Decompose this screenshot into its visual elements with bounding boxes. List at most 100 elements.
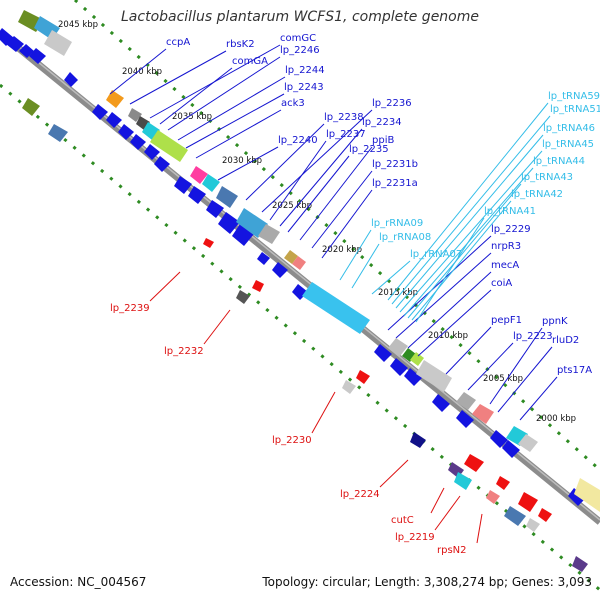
cds-arrow[interactable] bbox=[456, 410, 474, 428]
gene-label[interactable]: rbsK2 bbox=[226, 39, 255, 50]
cds-arrow[interactable] bbox=[252, 280, 264, 292]
reverse-gene-label[interactable]: lp_2224 bbox=[340, 489, 380, 500]
rna-label[interactable]: lp_tRNA42 bbox=[511, 189, 563, 200]
reverse-gene-callout[interactable]: lp_2219 bbox=[395, 495, 461, 543]
gene-block[interactable] bbox=[526, 518, 540, 532]
reverse-gene-label[interactable]: lp_2219 bbox=[395, 532, 435, 543]
rna-callout[interactable]: lp_rRNA07 bbox=[371, 249, 462, 295]
reverse-gene-callout[interactable]: lp_2224 bbox=[340, 459, 409, 500]
cds-arrow[interactable] bbox=[64, 72, 78, 87]
rna-callout[interactable]: lp_tRNA42 bbox=[411, 189, 563, 321]
gene-label[interactable]: lp_2236 bbox=[372, 98, 412, 109]
rna-callout[interactable]: lp_tRNA41 bbox=[415, 206, 536, 323]
reverse-gene-callout[interactable]: cutC bbox=[391, 487, 445, 526]
gene-block[interactable] bbox=[572, 556, 588, 572]
rna-label[interactable]: lp_tRNA59 bbox=[548, 91, 600, 102]
gene-callout[interactable]: pepF1 bbox=[445, 315, 522, 375]
cds-arrow[interactable] bbox=[374, 344, 392, 362]
gene-block[interactable] bbox=[504, 506, 526, 526]
gene-callout[interactable]: lp_2234 bbox=[279, 117, 402, 227]
cds-arrow[interactable] bbox=[538, 508, 552, 522]
gene-block[interactable] bbox=[236, 290, 250, 304]
gene-label[interactable]: comGC bbox=[280, 33, 316, 44]
gene-callout[interactable]: lp_2231a bbox=[321, 178, 418, 259]
gene-block[interactable] bbox=[456, 392, 476, 410]
gene-block[interactable] bbox=[342, 380, 356, 394]
cds-arrow[interactable] bbox=[568, 488, 586, 506]
cds-arrow[interactable] bbox=[106, 112, 122, 128]
cds-arrow[interactable] bbox=[19, 44, 34, 58]
rna-label[interactable]: lp_tRNA43 bbox=[521, 172, 573, 183]
rna-callout[interactable]: lp_tRNA46 bbox=[395, 123, 595, 309]
gene-label[interactable]: nrpR3 bbox=[491, 241, 521, 252]
gene-block[interactable] bbox=[454, 472, 472, 490]
reverse-gene-label[interactable]: lp_2230 bbox=[272, 435, 312, 446]
rna-label[interactable]: lp_tRNA41 bbox=[484, 206, 536, 217]
gene-label[interactable]: lp_2234 bbox=[362, 117, 402, 128]
rna-label[interactable]: lp_rRNA08 bbox=[379, 232, 431, 243]
gene-block[interactable] bbox=[574, 478, 600, 512]
gene-label[interactable]: ppnK bbox=[542, 316, 568, 327]
rna-label[interactable]: lp_rRNA07 bbox=[410, 249, 462, 260]
gene-label[interactable]: lp_2238 bbox=[324, 112, 364, 123]
gene-label[interactable]: ccpA bbox=[166, 37, 190, 48]
gene-label[interactable]: ack3 bbox=[281, 98, 305, 109]
gene-callout[interactable]: lp_2237 bbox=[269, 129, 366, 221]
cds-arrow[interactable] bbox=[203, 238, 214, 248]
gene-callout[interactable]: coiA bbox=[417, 278, 512, 357]
gene-block[interactable] bbox=[216, 186, 238, 208]
reverse-gene-label[interactable]: rpsN2 bbox=[437, 545, 467, 556]
cds-arrow[interactable] bbox=[356, 370, 370, 384]
gene-callout[interactable]: lp_2243 bbox=[185, 82, 324, 149]
gene-callout[interactable]: lp_2235 bbox=[287, 144, 389, 233]
rna-callout[interactable]: lp_tRNA43 bbox=[407, 172, 573, 319]
cds-arrow[interactable] bbox=[464, 454, 484, 472]
rna-callout[interactable]: lp_tRNA45 bbox=[399, 139, 594, 313]
cds-arrow[interactable] bbox=[232, 224, 254, 246]
gene-block[interactable] bbox=[410, 352, 424, 366]
cds-arrow[interactable] bbox=[174, 176, 192, 194]
gene-block[interactable] bbox=[518, 434, 538, 452]
gene-block[interactable] bbox=[292, 256, 306, 270]
reverse-gene-label[interactable]: lp_2232 bbox=[164, 346, 204, 357]
gene-callout[interactable]: lp_2240 bbox=[217, 135, 318, 181]
cds-arrow[interactable] bbox=[390, 358, 408, 376]
gene-callout[interactable]: pts17A bbox=[519, 365, 592, 421]
gene-block[interactable] bbox=[410, 432, 426, 448]
gene-block[interactable] bbox=[258, 224, 280, 244]
gene-label[interactable]: lp_2240 bbox=[278, 135, 318, 146]
gene-label[interactable]: rluD2 bbox=[552, 335, 579, 346]
cds-arrow[interactable] bbox=[188, 186, 206, 204]
gene-label[interactable]: lp_2244 bbox=[285, 65, 325, 76]
gene-label[interactable]: pepF1 bbox=[491, 315, 522, 326]
cds-arrow[interactable] bbox=[502, 440, 520, 458]
reverse-gene-callout[interactable]: lp_2230 bbox=[272, 391, 336, 446]
gene-block[interactable] bbox=[236, 208, 268, 238]
gene-label[interactable]: coiA bbox=[491, 278, 512, 289]
gene-callout[interactable]: ppiB bbox=[299, 135, 394, 241]
cds-arrow[interactable] bbox=[118, 124, 134, 140]
gene-block[interactable] bbox=[22, 98, 40, 116]
gene-callout[interactable]: lp_2223 bbox=[467, 331, 553, 391]
gene-label[interactable]: comGA bbox=[232, 56, 268, 67]
gene-callout[interactable]: lp_2238 bbox=[245, 112, 364, 201]
gene-block[interactable] bbox=[150, 130, 188, 162]
reverse-gene-callout[interactable]: lp_2239 bbox=[110, 271, 181, 314]
gene-block[interactable] bbox=[284, 250, 298, 264]
cds-arrow[interactable] bbox=[130, 134, 146, 150]
cds-arrow[interactable] bbox=[154, 156, 170, 172]
rna-callout[interactable]: lp_tRNA51 bbox=[391, 104, 600, 305]
cds-arrow[interactable] bbox=[496, 476, 510, 490]
cds-arrow[interactable] bbox=[404, 368, 422, 386]
gene-label[interactable]: lp_2231b bbox=[372, 159, 418, 170]
rna-callout[interactable]: lp_rRNA08 bbox=[351, 232, 431, 289]
cds-arrow[interactable] bbox=[6, 36, 24, 52]
gene-callout[interactable]: rbsK2 bbox=[129, 39, 255, 105]
gene-label[interactable]: lp_2235 bbox=[349, 144, 389, 155]
cds-arrow[interactable] bbox=[218, 212, 240, 234]
cds-arrow[interactable] bbox=[272, 262, 288, 278]
cds-arrow[interactable] bbox=[29, 48, 46, 64]
rna-callout[interactable]: lp_tRNA59 bbox=[387, 91, 600, 301]
cds-arrow[interactable] bbox=[144, 144, 160, 160]
gene-block[interactable] bbox=[416, 360, 452, 392]
